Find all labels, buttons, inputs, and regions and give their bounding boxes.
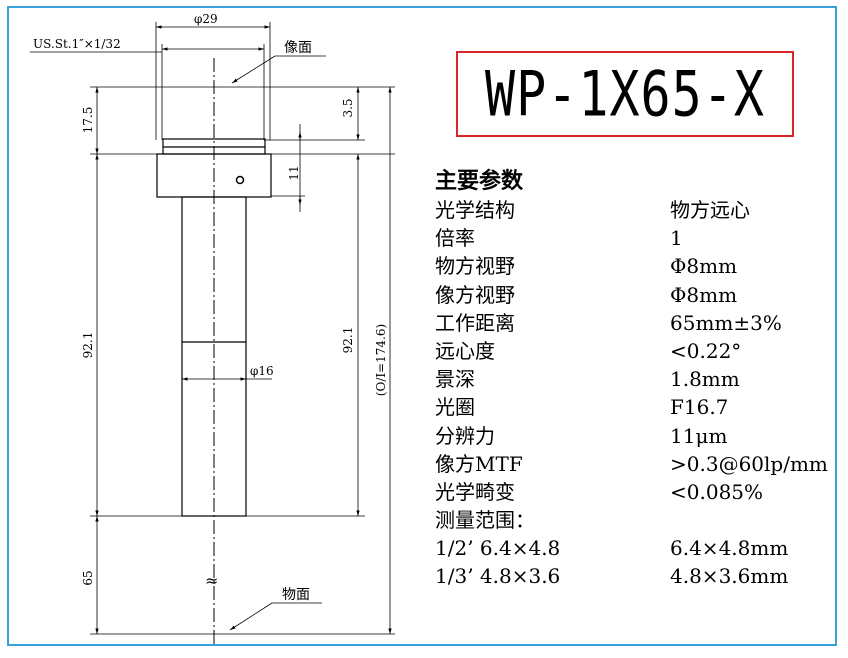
image-plane-label: 像面: [284, 40, 312, 56]
spec-key: 1/2’ 6.4×4.8: [435, 536, 561, 561]
spec-key: 工作距离: [435, 310, 515, 335]
spec-row: 像方视野 Φ8mm: [435, 281, 840, 309]
spec-key: 光学畸变: [435, 479, 515, 504]
spec-value: 物方远心: [670, 198, 750, 222]
spec-value: 4.8×3.6mm: [670, 564, 789, 589]
spec-key: 倍率: [435, 226, 475, 251]
spec-row: 倍率 1: [435, 224, 840, 252]
spec-value: 1.8mm: [670, 367, 740, 392]
spec-key: 1/3’ 4.8×3.6: [435, 564, 561, 589]
dim-92-1-right-label: 92.1: [341, 327, 355, 354]
spec-row: 像方MTF >0.3@60lp/mm: [435, 450, 840, 478]
spec-row: 测量范围：: [435, 506, 840, 534]
axis-break-mark: ≈: [205, 571, 218, 590]
spec-row: 光学结构 物方远心: [435, 196, 840, 224]
spec-row: 光圈 F16.7: [435, 393, 840, 421]
thread-spec-label: US.St.1″×1/32: [33, 37, 121, 51]
spec-key: 像方视野: [435, 282, 515, 307]
spec-value: >0.3@60lp/mm: [670, 451, 828, 476]
dim-3-5-label: 3.5: [341, 98, 355, 117]
spec-value: 1: [670, 226, 683, 251]
spec-value: 65mm±3%: [670, 310, 782, 335]
spec-key: 分辨力: [435, 423, 495, 448]
spec-key: 测量范围：: [435, 508, 535, 533]
spec-key: 像方MTF: [435, 451, 523, 476]
spec-value: <0.085%: [670, 479, 764, 504]
spec-value: F16.7: [670, 395, 729, 420]
spec-row: 分辨力 11μm: [435, 422, 840, 450]
reference-lines: [90, 86, 395, 635]
dim-17-5-label: 17.5: [81, 107, 95, 134]
spec-row: 工作距离 65mm±3%: [435, 309, 840, 337]
object-plane-label: 物面: [282, 587, 310, 603]
spec-key: 光圈: [435, 395, 475, 420]
spec-row: 1/2’ 6.4×4.8 6.4×4.8mm: [435, 534, 840, 562]
spec-key: 远心度: [435, 338, 495, 363]
spec-row: 物方视野 Φ8mm: [435, 252, 840, 280]
spec-value: Φ8mm: [670, 254, 738, 279]
set-screw-icon: [235, 175, 245, 185]
dim-65-label: 65: [81, 570, 95, 585]
dim-top-diameter-label: φ29: [194, 12, 218, 26]
dim-top-diameter: [30, 22, 271, 140]
spec-value: Φ8mm: [670, 282, 738, 307]
dim-total-label: (O/I=174.6): [374, 324, 388, 396]
dim-barrel-diameter-label: φ16: [250, 364, 274, 378]
spec-row: 光学畸变 <0.085%: [435, 478, 840, 506]
spec-heading: 主要参数: [435, 169, 524, 194]
spec-key: 景深: [435, 367, 475, 392]
spec-row: 1/3’ 4.8×3.6 4.8×3.6mm: [435, 562, 840, 590]
spec-value: 6.4×4.8mm: [670, 536, 789, 561]
spec-row: 远心度 <0.22°: [435, 337, 840, 365]
spec-table: 主要参数 光学结构 物方远心 倍率 1 物方视野 Φ8mm 像方视野 Φ8mm 工作距离…: [435, 168, 840, 591]
spec-key: 光学结构: [435, 198, 515, 222]
model-title: WP-1X65-X: [485, 57, 765, 131]
dim-92-1-left-label: 92.1: [81, 332, 95, 359]
spec-value: <0.22°: [670, 338, 742, 363]
spec-row: 景深 1.8mm: [435, 365, 840, 393]
model-title-box: WP-1X65-X: [456, 51, 794, 137]
dim-11-label: 11: [287, 165, 301, 180]
spec-key: 物方视野: [435, 254, 515, 279]
spec-value: 11μm: [670, 423, 728, 448]
drawing-frame: [7, 6, 837, 646]
